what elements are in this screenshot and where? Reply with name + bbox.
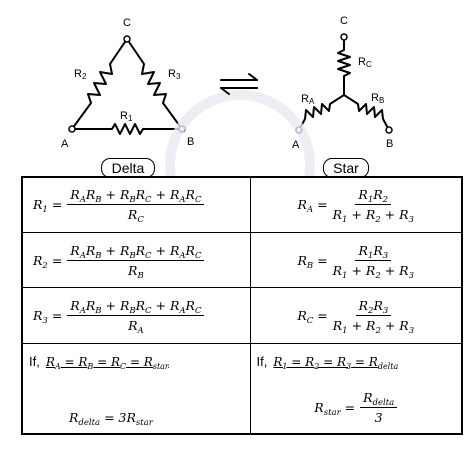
star-resistor-rc [337,36,351,96]
star-label-b: B [386,138,394,150]
tab-star: Star [323,158,369,178]
delta-resistor-r3 [126,38,183,130]
delta-label-r2: R2 [74,68,87,81]
star-label-ra: RA [301,93,315,106]
delta-label-r1: R1 [120,110,133,123]
delta-node-c [123,35,131,43]
exchange-arrows-icon [220,73,258,95]
star-resistor-ra [298,94,345,131]
special-result-left: Rdelta = 3Rstar [69,410,153,428]
delta-resistor-r2 [71,38,128,130]
star-label-a: A [292,139,300,151]
table-row: If,RA = RB = RC = Rstar Rdelta = 3Rstar … [21,342,463,435]
star-resistor-rb [343,94,390,131]
delta-label-c: C [123,17,131,29]
star-label-rb: RB [371,92,385,105]
star-node-b [385,126,393,134]
delta-label-b: B [187,136,195,148]
special-condition-left: If,RA = RB = RC = Rstar [29,353,169,371]
circuit-diagram [68,33,393,176]
delta-label-r3: R3 [168,68,181,81]
delta-node-a [68,125,76,133]
delta-label-a: A [61,138,69,150]
star-label-rc: RC [358,56,372,69]
watermark-bulb [165,90,315,176]
star-node-c [340,33,348,41]
special-condition-right: If,R1 = R2 = R3 = Rdelta [256,353,399,371]
star-label-c: C [340,15,348,27]
special-case-delta-cell: If,RA = RB = RC = Rstar Rdelta = 3Rstar [21,342,251,435]
tab-delta: Delta [101,158,155,178]
delta-resistor-r1 [71,123,183,135]
